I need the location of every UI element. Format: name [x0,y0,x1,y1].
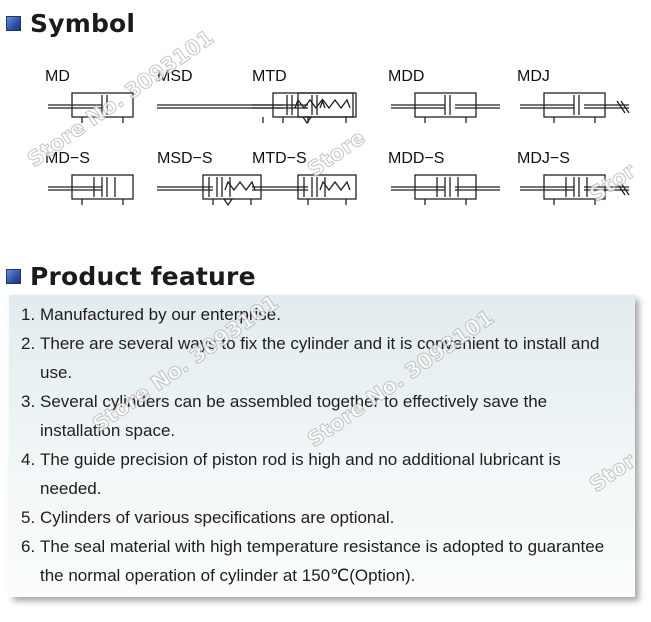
feature-item: 3.Several cylinders can be assembled tog… [21,387,621,445]
symbol-label: MDD−S [388,150,445,167]
symbol-label: MDD [388,68,425,85]
cylinder-symbol-icon [391,92,500,123]
symbol-label: MDJ [517,68,550,85]
symbol-md-s: MD−S [45,150,163,212]
feature-panel: 1.Manufactured by our enterprise. 2.Ther… [9,295,635,597]
symbol-section-header: Symbol [6,9,135,38]
section-title: Product feature [30,262,256,291]
symbol-label: MSD [157,68,193,85]
symbol-mtd-s: MTD−S [252,150,370,212]
symbol-mdj: MDJ [517,68,635,130]
symbol-label: MDJ−S [517,150,570,167]
feature-item: 5.Cylinders of various specifications ar… [21,503,621,532]
symbol-mtd: MTD [252,68,370,130]
feature-text: Cylinders of various specifications are … [40,508,395,527]
feature-number: 6. [21,537,36,556]
symbol-mdd: MDD [388,68,506,130]
feature-number: 2. [21,334,36,353]
symbol-label: MD [45,68,70,85]
square-bullet-icon [6,16,21,31]
symbol-msd-s: MSD−S [157,150,275,212]
feature-text: There are several ways to fix the cylind… [40,334,600,382]
feature-section-header: Product feature [6,262,256,291]
cylinder-symbol-icon [252,174,357,205]
feature-text: The guide precision of piston rod is hig… [40,450,561,498]
symbol-mdd-s: MDD−S [388,150,506,212]
feature-number: 3. [21,392,36,411]
feature-item: 4.The guide precision of piston rod is h… [21,445,621,503]
feature-list: 1.Manufactured by our enterprise. 2.Ther… [9,295,635,590]
feature-item: 2.There are several ways to fix the cyli… [21,329,621,387]
section-title: Symbol [30,9,136,38]
feature-text: The seal material with high temperature … [40,537,605,585]
feature-item: 6.The seal material with high temperatur… [21,532,621,590]
cylinder-symbol-icon [48,174,134,205]
symbol-md: MD [45,68,163,130]
square-bullet-icon [6,269,21,284]
feature-number: 5. [21,508,36,527]
symbol-label: MTD−S [252,150,307,167]
feature-text: Manufactured by our enterprise. [40,305,281,324]
cylinder-symbol-icon [520,92,630,123]
cylinder-symbol-icon [391,174,500,205]
symbol-label: MSD−S [157,150,213,167]
symbol-mdj-s: MDJ−S [517,150,635,212]
symbol-label: MD−S [45,150,90,167]
feature-item: 1.Manufactured by our enterprise. [21,300,621,329]
cylinder-symbol-icon [157,174,262,207]
feature-text: Several cylinders can be assembled toget… [40,392,548,440]
feature-number: 1. [21,305,36,324]
cylinder-symbol-icon [48,92,134,123]
symbol-label: MTD [252,68,287,85]
cylinder-symbol-icon [520,174,630,205]
cylinder-symbol-icon [252,92,357,123]
feature-number: 4. [21,450,36,469]
